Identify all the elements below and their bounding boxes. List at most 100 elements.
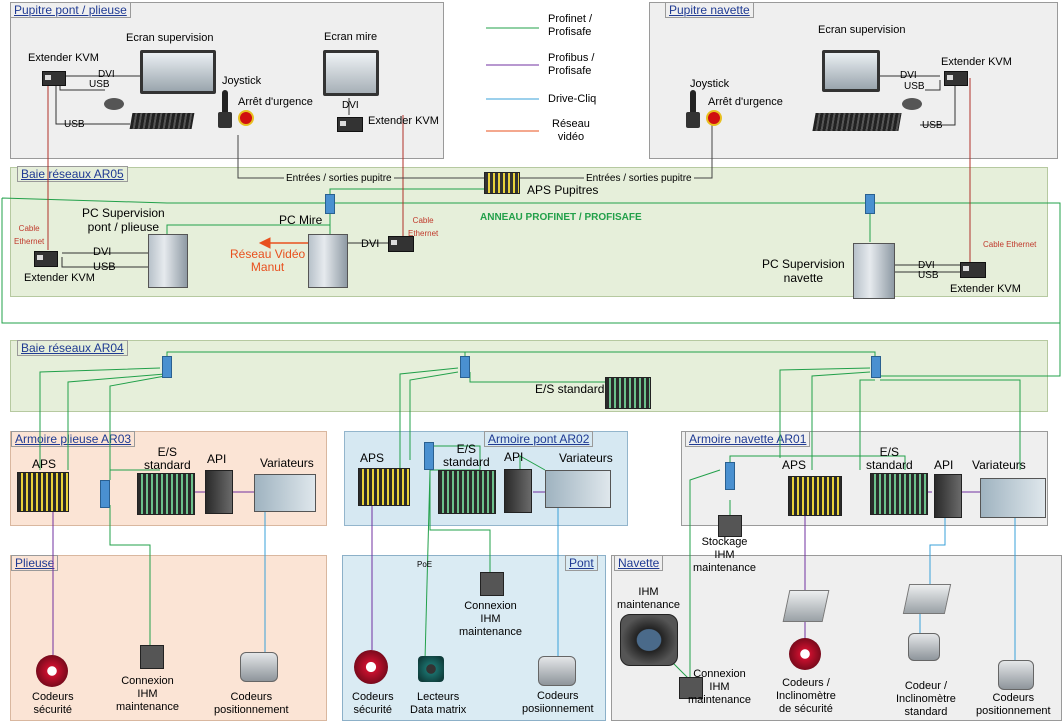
extender-kvm-navette [944, 71, 968, 86]
io-pupitre-label-right: Entrées / sorties pupitre [584, 172, 694, 185]
poe-label: PoE [417, 560, 433, 569]
keyboard-navette-icon [812, 113, 902, 131]
aps-pupitres-label: APS Pupitres [527, 183, 599, 197]
switch-ar01 [725, 462, 735, 490]
variateurs-ar03-icon [254, 474, 316, 512]
switch-ar04-1 [162, 356, 172, 378]
es-standard-ar04-label: E/S standard [535, 382, 605, 396]
cable-ethernet-label-2: Cable Ethernet [408, 216, 439, 238]
switch-ar04-3 [871, 356, 881, 378]
extender-kvm-pupitre-pont [42, 71, 66, 86]
variateurs-ar03-label: Variateurs [260, 456, 314, 470]
variateurs-ar02-label: Variateurs [559, 451, 613, 465]
aps-ar01-label: APS [782, 458, 807, 472]
zone-title-baie-ar05: Baie réseaux AR05 [17, 166, 128, 182]
ecran-mire-icon [323, 50, 379, 96]
stockage-ihm-label: Stockage IHM maintenance [693, 536, 756, 574]
codeurs-incl-securite-label: Codeurs / Inclinomètre de sécurité [776, 677, 836, 715]
es-standard-ar01-icon [870, 473, 928, 515]
codeurs-posiionnement-pont-label: Codeurs posiionnement [522, 690, 594, 715]
codeur-securite-plieuse-icon [36, 655, 68, 687]
codeur-standard-navette-icon [908, 633, 940, 661]
joystick-pont-icon [218, 90, 232, 130]
es-standard-ar02-icon [438, 470, 496, 514]
stockage-ihm-icon [718, 515, 742, 537]
connexion-ihm-navette-label: Connexion IHM maintenance [688, 668, 751, 706]
codeur-position-plieuse-icon [240, 652, 278, 682]
es-standard-ar03-label: E/S standard [144, 445, 191, 472]
extender-kvm-ar05-pont-label: Extender KVM [24, 272, 95, 284]
codeur-securite-pont-icon [354, 650, 388, 684]
extender-kvm-mire-label: Extender KVM [368, 115, 439, 127]
codeur-position-pont-icon [538, 656, 576, 686]
ecran-mire-label: Ecran mire [324, 31, 378, 43]
zone-title-pupitre-navette: Pupitre navette [665, 2, 754, 18]
lecteurs-datamatrix-label: Lecteurs Data matrix [410, 691, 467, 716]
zone-pupitre-navette [649, 2, 1058, 159]
codeurs-positionnement-navette-label: Codeurs positionnement [976, 692, 1051, 717]
api-ar01-icon [934, 474, 962, 518]
pc-supervision-pont-icon [148, 234, 188, 288]
connexion-ihm-plieuse-label: Connexion IHM maintenance [116, 675, 179, 713]
pc-supervision-pont-label: PC Supervision pont / plieuse [82, 206, 165, 234]
es-standard-ar04-icon [605, 377, 651, 409]
api-ar03-label: API [207, 452, 227, 466]
api-ar02-label: API [504, 450, 524, 464]
anneau-profinet-label: ANNEAU PROFINET / PROFISAFE [480, 212, 642, 223]
connexion-ihm-navette-icon [679, 677, 703, 699]
switch-ar05-2 [865, 194, 875, 214]
switch-ar05-1 [325, 194, 335, 214]
codeurs-securite-pont-label: Codeurs sécurité [352, 691, 394, 716]
cable-ethernet-label-3: Cable Ethernet [983, 240, 1037, 249]
lecteur-datamatrix-icon [418, 656, 444, 682]
es-standard-ar01-label: E/S standard [866, 445, 913, 472]
dvi-label-1: DVI [98, 69, 115, 80]
usb-label-ar05-nav: USB [918, 270, 939, 281]
arret-urgence-pont-label: Arrêt d'urgence [238, 96, 313, 108]
variateurs-ar01-icon [980, 478, 1046, 518]
legend-profinet-label: Profinet / Profisafe [548, 13, 593, 38]
ihm-maintenance-icon [620, 614, 678, 666]
zone-title-plieuse: Plieuse [11, 555, 59, 571]
zone-pont [342, 555, 606, 721]
aps-ar03-icon [17, 472, 69, 512]
dvi-label-ar05-nav: DVI [918, 260, 935, 271]
keyboard-icon [129, 113, 195, 129]
es-standard-ar03-icon [137, 473, 195, 515]
extender-kvm-navette-label: Extender KVM [941, 56, 1012, 68]
zone-title-armoire-navette: Armoire navette AR01 [685, 431, 811, 447]
zone-title-baie-ar04: Baie réseaux AR04 [17, 340, 128, 356]
usb-label-navette-1: USB [904, 81, 925, 92]
codeurs-positionnement-plieuse-label: Codeurs positionnement [214, 691, 289, 716]
arret-urgence-navette-icon [706, 110, 722, 126]
joystick-navette-label: Joystick [690, 78, 730, 90]
arret-urgence-pont-icon [238, 110, 254, 126]
codeur-position-navette-icon [998, 660, 1034, 690]
cable-ethernet-label-1: Cable Ethernet [14, 224, 45, 246]
ecran-supervision-navette-label: Ecran supervision [818, 24, 906, 36]
profinet-ring [1, 197, 1061, 324]
codeur-incl-standard-label: Codeur / Inclinomètre standard [896, 680, 956, 718]
zone-plieuse [10, 555, 327, 721]
pc-supervision-navette-icon [853, 243, 895, 299]
extender-kvm-pupitre-pont-label: Extender KVM [28, 52, 99, 64]
dvi-label-mire: DVI [342, 100, 359, 111]
variateurs-ar01-label: Variateurs [972, 458, 1026, 472]
legend-video-label: Réseau vidéo [552, 118, 590, 143]
legend-profibus-label: Profibus / Profisafe [548, 52, 595, 77]
usb-label-navette-2: USB [922, 120, 943, 131]
ecran-supervision-navette-icon [822, 50, 880, 92]
ecran-supervision-pont-label: Ecran supervision [126, 32, 214, 44]
usb-label-ar05-1: USB [93, 261, 116, 273]
switch-ar04-2 [460, 356, 470, 378]
mouse-icon [104, 98, 124, 110]
aps-ar01-icon [788, 476, 842, 516]
extender-kvm-ar05-navette-label: Extender KVM [950, 283, 1021, 295]
es-standard-ar02-label: E/S standard [443, 442, 490, 469]
dvi-label-ar05-1: DVI [93, 246, 112, 258]
zone-title-navette: Navette [614, 555, 664, 571]
inclinometre-securite-icon [782, 590, 830, 622]
variateurs-ar02-icon [545, 470, 611, 508]
codeurs-securite-plieuse-label: Codeurs sécurité [32, 691, 74, 716]
